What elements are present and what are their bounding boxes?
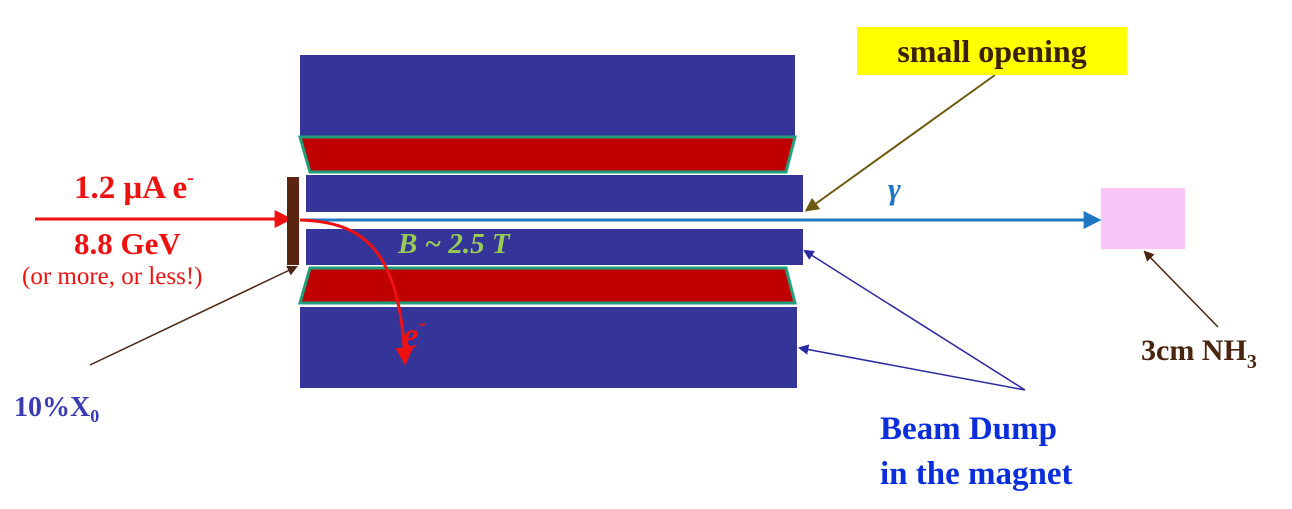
beam-dump-plate-bottom [306, 229, 803, 265]
beam-current-label: 1.2 μA e- [74, 168, 194, 205]
radiator-subscript: 0 [90, 406, 100, 426]
beam-current-charge: - [187, 167, 194, 189]
electron-charge: - [418, 310, 427, 335]
electron-symbol: e [402, 315, 419, 357]
magnet-coil-top [298, 135, 797, 174]
magnetic-field-label: B ~ 2.5 T [398, 228, 510, 260]
radiator-text: 10%X [14, 392, 91, 423]
beam-dump-line-1: Beam Dump [880, 411, 1057, 447]
magnet-yoke-top [300, 55, 795, 137]
pointer-small-opening [804, 74, 996, 212]
pointer-radiator [89, 265, 298, 366]
photon-label: γ [888, 171, 901, 206]
beam-current-text: 1.2 μA e [74, 170, 188, 206]
magnet-coil-bottom [298, 266, 797, 305]
radiator-foil [287, 177, 299, 265]
pointer-dump-plate [803, 249, 1026, 391]
beam-dump-label: Beam Dump in the magnet [880, 407, 1073, 496]
beam-energy-label: 8.8 GeV [74, 226, 181, 261]
electron-deflected-path [299, 218, 414, 366]
magnet-yoke-bottom [300, 307, 797, 388]
pointer-dump-yoke [797, 344, 1026, 391]
beam-dump-line-2: in the magnet [880, 455, 1073, 492]
target-label: 3cm NH3 [1141, 334, 1257, 373]
pointer-target [1143, 250, 1219, 328]
target-subscript: 3 [1246, 351, 1257, 373]
electron-label: e- [402, 310, 427, 357]
energy-note-label: (or more, or less!) [22, 263, 203, 290]
beam-dump-plate-top [306, 175, 803, 212]
radiator-label: 10%X0 [14, 392, 100, 426]
target-nh3 [1101, 188, 1185, 249]
small-opening-label: small opening [857, 27, 1127, 75]
target-text: 3cm NH [1141, 334, 1247, 367]
